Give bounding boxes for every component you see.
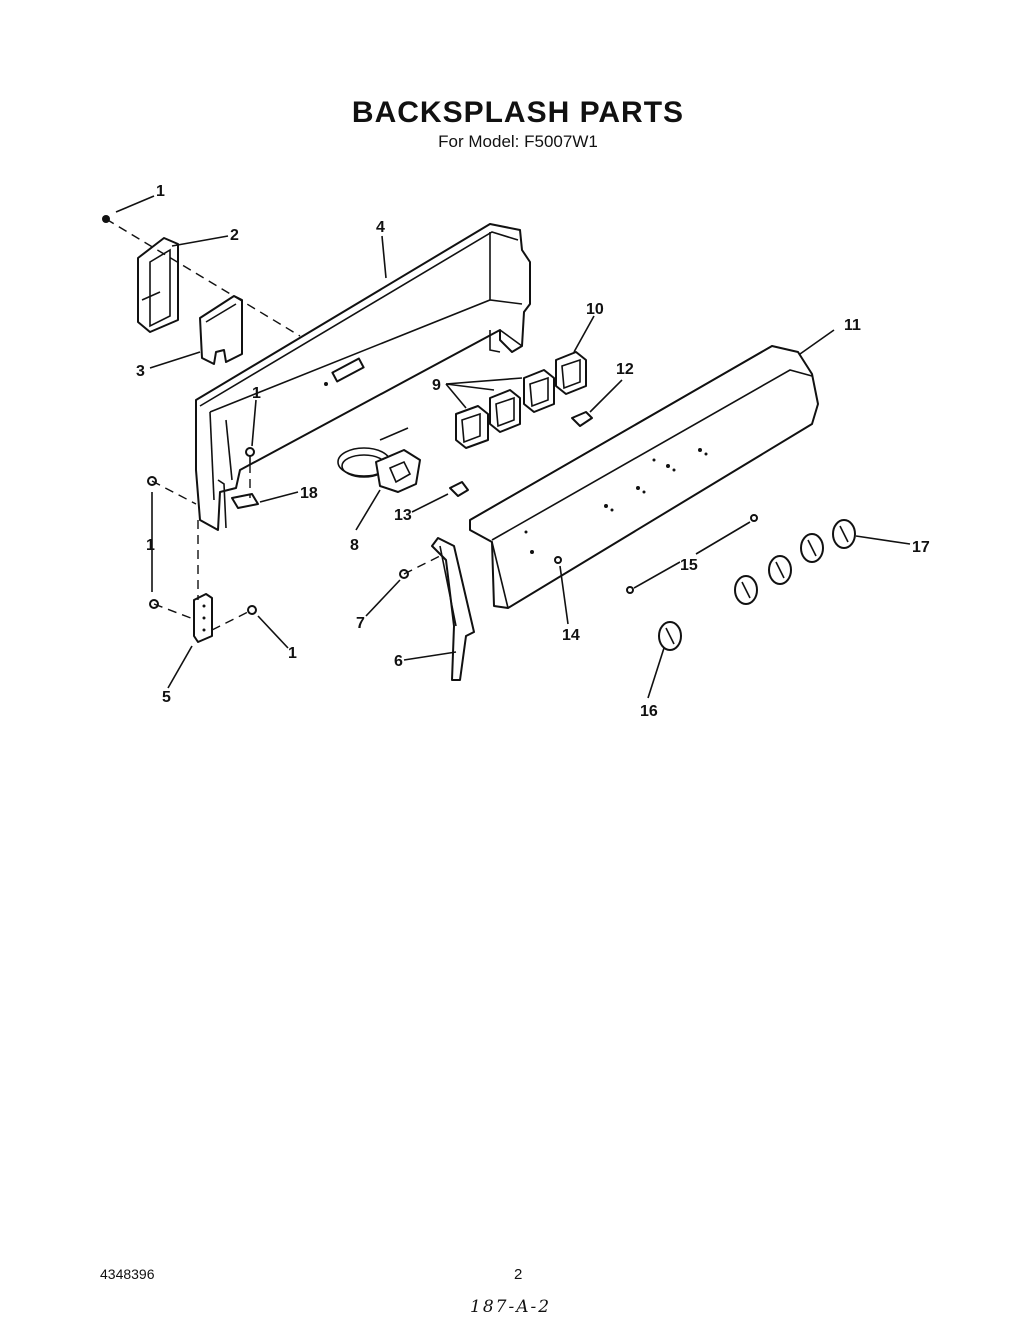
callout-6: 6 — [394, 653, 403, 670]
callout-3: 3 — [136, 363, 145, 380]
document-number: 4348396 — [100, 1266, 155, 1282]
control-panel-knob-holes — [524, 448, 708, 554]
part-11-control-panel — [469, 345, 819, 609]
handwritten-note: 187-A-2 — [470, 1297, 552, 1317]
part-4-backsplash-housing — [195, 223, 531, 531]
callout-1-right: 1 — [288, 645, 297, 662]
callout-18: 18 — [300, 485, 318, 502]
callout-17: 17 — [912, 539, 930, 556]
callout-16: 16 — [640, 703, 658, 720]
callout-14: 14 — [562, 627, 580, 644]
part-3-bracket — [199, 295, 243, 365]
part-16-knob — [658, 621, 682, 651]
callout-leader-lines — [115, 195, 911, 699]
part-10-switch — [555, 351, 587, 395]
callout-4: 4 — [376, 219, 385, 236]
callout-7: 7 — [356, 615, 365, 632]
part-17-knob-2 — [768, 555, 792, 585]
part-2-bracket — [137, 237, 179, 333]
model-subtitle: For Model: F5007W1 — [438, 132, 598, 151]
page-title: BACKSPLASH PARTS — [351, 96, 685, 129]
callout-8: 8 — [350, 537, 359, 554]
part-9-switch-3 — [523, 369, 555, 413]
callout-9: 9 — [432, 377, 441, 394]
part-14-screw — [554, 556, 562, 564]
callout-12: 12 — [616, 361, 634, 378]
part-17-knob-1 — [734, 575, 758, 605]
part-13-indicator-light — [449, 481, 469, 497]
callout-5: 5 — [162, 689, 171, 706]
part-15-screw-right — [750, 514, 758, 522]
callout-1-mid: 1 — [252, 385, 261, 402]
part-12-indicator-light — [571, 411, 593, 427]
part-17-knob-4 — [832, 519, 856, 549]
callout-1-left: 1 — [146, 537, 155, 554]
part-17-knob-3 — [800, 533, 824, 563]
part-9-switch-2 — [489, 389, 521, 433]
part-18-clip — [231, 493, 259, 509]
callout-15: 15 — [680, 557, 698, 574]
assembly-dashed-lines — [105, 218, 441, 631]
callout-13: 13 — [394, 507, 412, 524]
part-6-side-trim — [431, 537, 475, 681]
part-8-clock-timer — [337, 427, 421, 493]
part-1-screw-right-bottom — [247, 605, 257, 615]
callout-10: 10 — [586, 301, 604, 318]
part-15-screw-left — [626, 586, 634, 594]
callout-11: 11 — [844, 317, 861, 334]
page-number: 2 — [514, 1266, 523, 1283]
callout-labels: 1 2 3 4 1 18 1 1 5 9 10 12 8 13 11 7 6 1… — [136, 183, 930, 720]
part-1-screw-mid — [245, 447, 255, 464]
callout-2: 2 — [230, 227, 239, 244]
part-9-switch-1 — [455, 405, 489, 449]
part-5-end-bracket — [193, 593, 213, 643]
callout-1-top: 1 — [156, 183, 165, 200]
